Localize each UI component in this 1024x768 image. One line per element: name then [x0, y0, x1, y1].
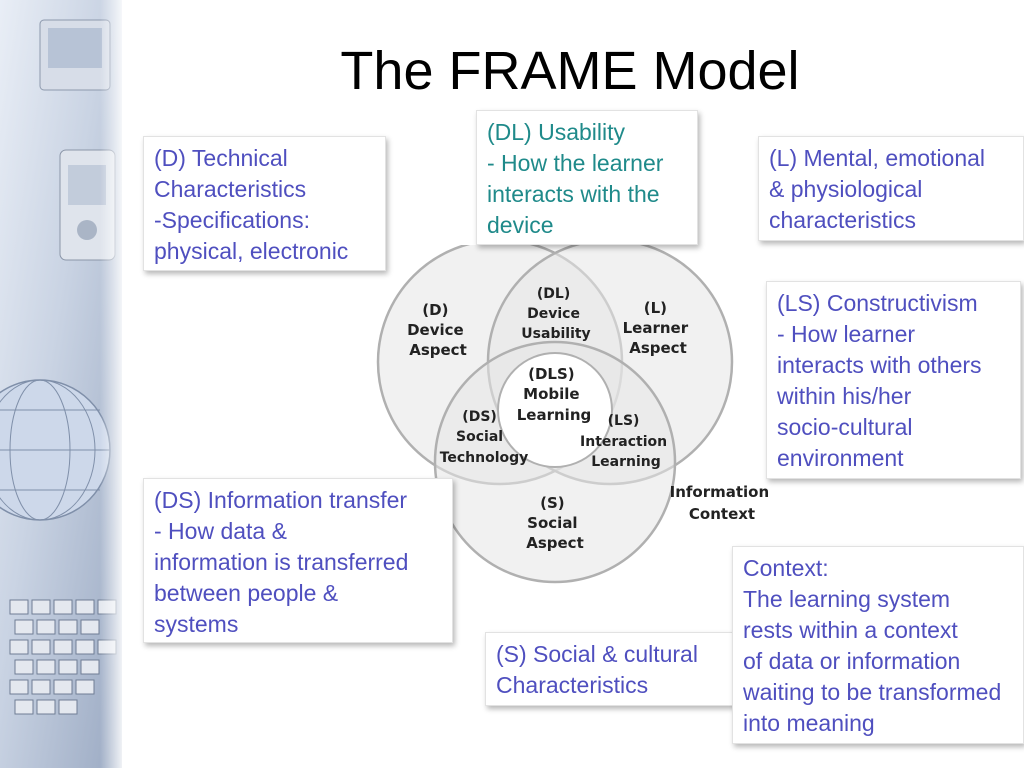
tech-collage-graphic	[0, 0, 122, 768]
device-aspect-label: (D) Device Aspect	[407, 301, 469, 359]
box-line: Characteristics	[496, 672, 649, 698]
box-line: -Specifications:	[154, 207, 310, 233]
box-line: socio-cultural	[777, 414, 913, 440]
page-title: The FRAME Model	[340, 41, 800, 101]
box-line: between people &	[154, 580, 339, 606]
learner-aspect-label: (L) Learner Aspect	[623, 299, 694, 357]
venn-circles	[376, 245, 734, 584]
box-line: environment	[777, 445, 904, 471]
box-line: - How learner	[777, 321, 916, 347]
box-line: characteristics	[769, 207, 916, 233]
frame-venn-diagram: (D) Device Aspect (L) Learner Aspect (S)…	[376, 245, 775, 584]
box-line: The learning system	[743, 586, 951, 612]
social-aspect-label: (S) Social Aspect	[526, 494, 584, 552]
mobile-learning-label: (DLS) Mobile Learning	[517, 365, 592, 424]
information-context-label: Information Context	[670, 483, 775, 523]
box-line: rests within a context	[743, 617, 958, 643]
box-line: (DL) Usability	[487, 119, 626, 145]
box-line: (D) Technical	[154, 145, 288, 171]
box-line: within his/her	[777, 383, 912, 409]
box-line: (LS) Constructivism	[777, 290, 978, 316]
box-line: information is transferred	[154, 549, 409, 575]
box-line: Characteristics	[154, 176, 307, 202]
technical-characteristics-box: (D) Technical Characteristics -Specifica…	[143, 136, 386, 271]
box-line: & physiological	[769, 176, 923, 202]
box-line: waiting to be transformed	[743, 679, 1002, 705]
interaction-learning-label: (LS) Interaction Learning	[580, 413, 672, 470]
box-line: device	[487, 212, 554, 238]
box-line: of data or information	[743, 648, 961, 674]
decorative-side-image	[0, 0, 122, 768]
box-line: systems	[154, 611, 239, 637]
device-usability-label: (DL) Device Usability	[521, 286, 590, 342]
usability-box: (DL) Usability - How the learner interac…	[476, 110, 698, 245]
context-box: Context: The learning system rests withi…	[732, 546, 1024, 744]
box-line: (L) Mental, emotional	[769, 145, 986, 171]
box-line: physical, electronic	[154, 238, 349, 264]
box-line: interacts with others	[777, 352, 982, 378]
mental-characteristics-box: (L) Mental, emotional & physiological ch…	[758, 136, 1024, 241]
constructivism-box: (LS) Constructivism - How learner intera…	[766, 281, 1021, 479]
box-line: (DS) Information transfer	[154, 487, 408, 513]
box-line: interacts with the	[487, 181, 660, 207]
social-technology-label: (DS) Social Technology	[440, 409, 529, 466]
box-line: into meaning	[743, 710, 875, 736]
box-line: (S) Social & cultural	[496, 641, 698, 667]
box-line: - How data &	[154, 518, 287, 544]
box-line: - How the learner	[487, 150, 664, 176]
mobile-learning-center	[497, 352, 613, 468]
information-transfer-box: (DS) Information transfer - How data & i…	[143, 478, 453, 643]
social-cultural-box: (S) Social & cultural Characteristics	[485, 632, 734, 706]
box-line: Context:	[743, 555, 829, 581]
